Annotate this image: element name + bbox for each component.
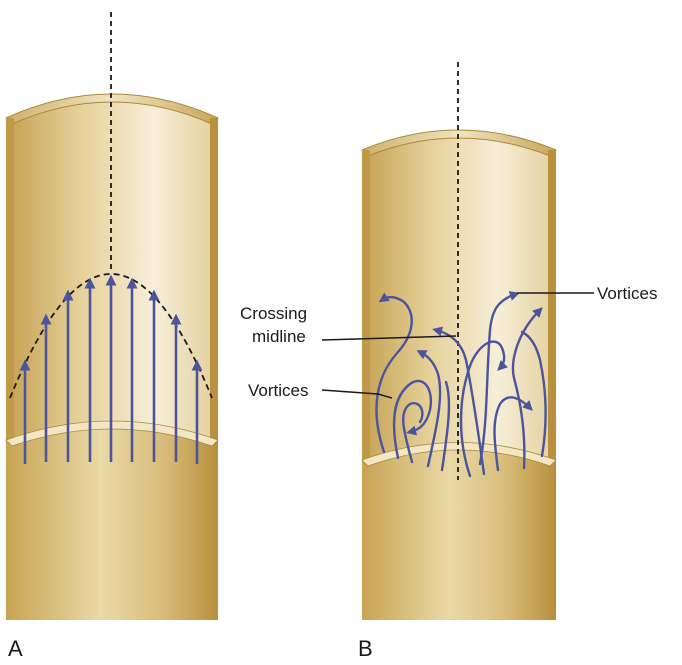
- vortex-stream: [416, 350, 442, 468]
- velocity-profile: [9, 273, 213, 399]
- tube-a-right-wall: [210, 118, 218, 442]
- annotation-vortices-left: Vortices: [248, 381, 308, 400]
- vortex-stream: [402, 402, 424, 464]
- vortex-stream: [459, 340, 508, 478]
- vortex-stream: [392, 379, 433, 460]
- vortex-stream: [478, 291, 520, 466]
- tube-b-cut-edge: [361, 442, 557, 467]
- tube-a-body: [6, 421, 218, 620]
- panel-b-label: B: [358, 636, 373, 661]
- tube-a: [5, 12, 219, 620]
- tube-a-left-wall: [6, 118, 14, 442]
- vortex-stream: [440, 380, 451, 472]
- vortex-stream: [375, 292, 413, 454]
- tube-a-cut-edge: [5, 420, 219, 447]
- tube-b-body: [362, 442, 556, 620]
- vortex-stream: [520, 330, 547, 458]
- leader-vortices-left: [321, 389, 393, 399]
- annotation-midline: midline: [252, 327, 306, 346]
- annotation-vortices-right: Vortices: [597, 284, 657, 303]
- laminar-flow-arrows: [19, 274, 203, 464]
- turbulent-flow-arrows: [375, 291, 547, 478]
- leader-crossing-midline: [321, 335, 457, 341]
- leader-lines: [321, 292, 594, 399]
- tube-b: [321, 62, 594, 620]
- annotation-crossing: Crossing: [240, 304, 307, 323]
- panel-a-label: A: [8, 636, 23, 661]
- tube-b-left-wall: [362, 150, 370, 462]
- tube-a-interior: [6, 94, 218, 440]
- tube-b-interior: [362, 130, 556, 460]
- tube-b-right-wall: [548, 150, 556, 462]
